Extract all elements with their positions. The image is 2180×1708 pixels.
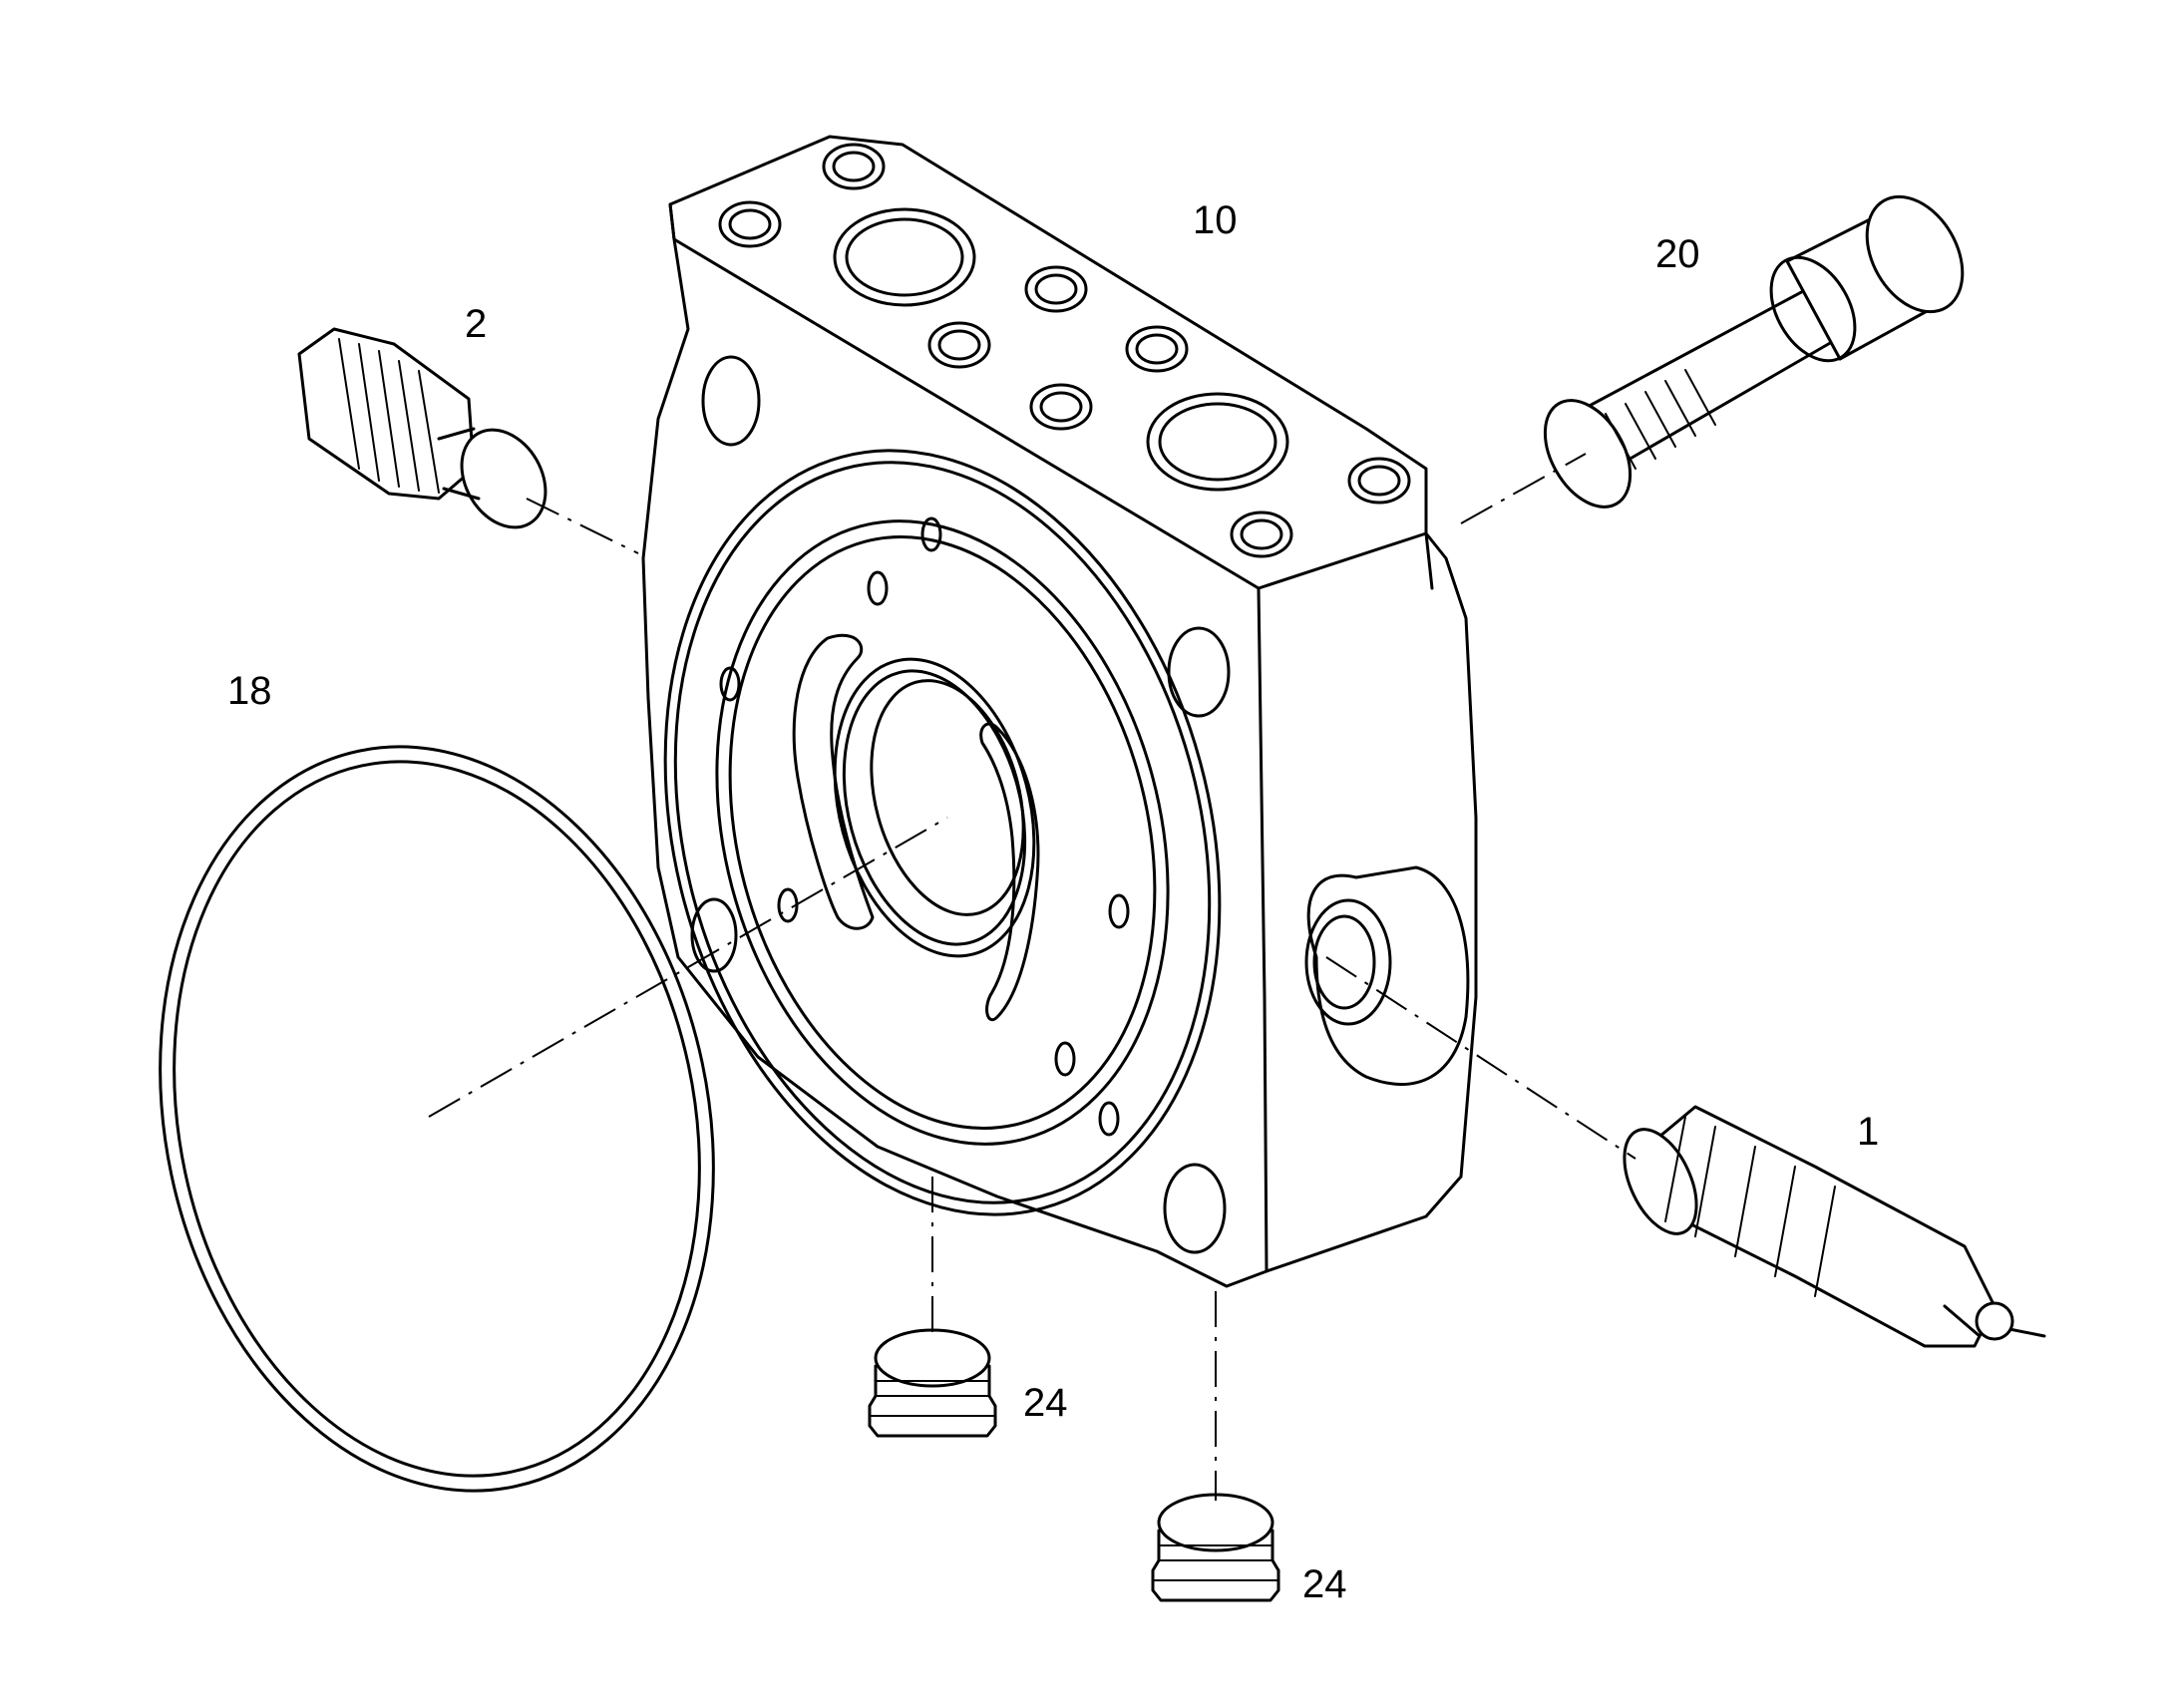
callout-plug-left: 24 (1023, 1381, 1068, 1425)
callout-relief-valve: 2 (465, 302, 487, 346)
valve-housing (641, 135, 1478, 1288)
o-ring (159, 745, 715, 1493)
cartridge-valve-right (1623, 1105, 2046, 1348)
plug-left (868, 1328, 997, 1438)
callout-bolt: 20 (1655, 232, 1700, 276)
cap-screw (1543, 194, 1965, 509)
plug-bottom (1151, 1493, 1280, 1602)
callout-plug-bottom: 24 (1302, 1562, 1347, 1606)
assembly-centerlines (428, 453, 1636, 1501)
relief-valve-left (297, 327, 547, 529)
callout-housing: 10 (1193, 198, 1238, 242)
callout-cartridge-valve: 1 (1857, 1110, 1879, 1154)
callout-o-ring: 18 (227, 669, 272, 713)
